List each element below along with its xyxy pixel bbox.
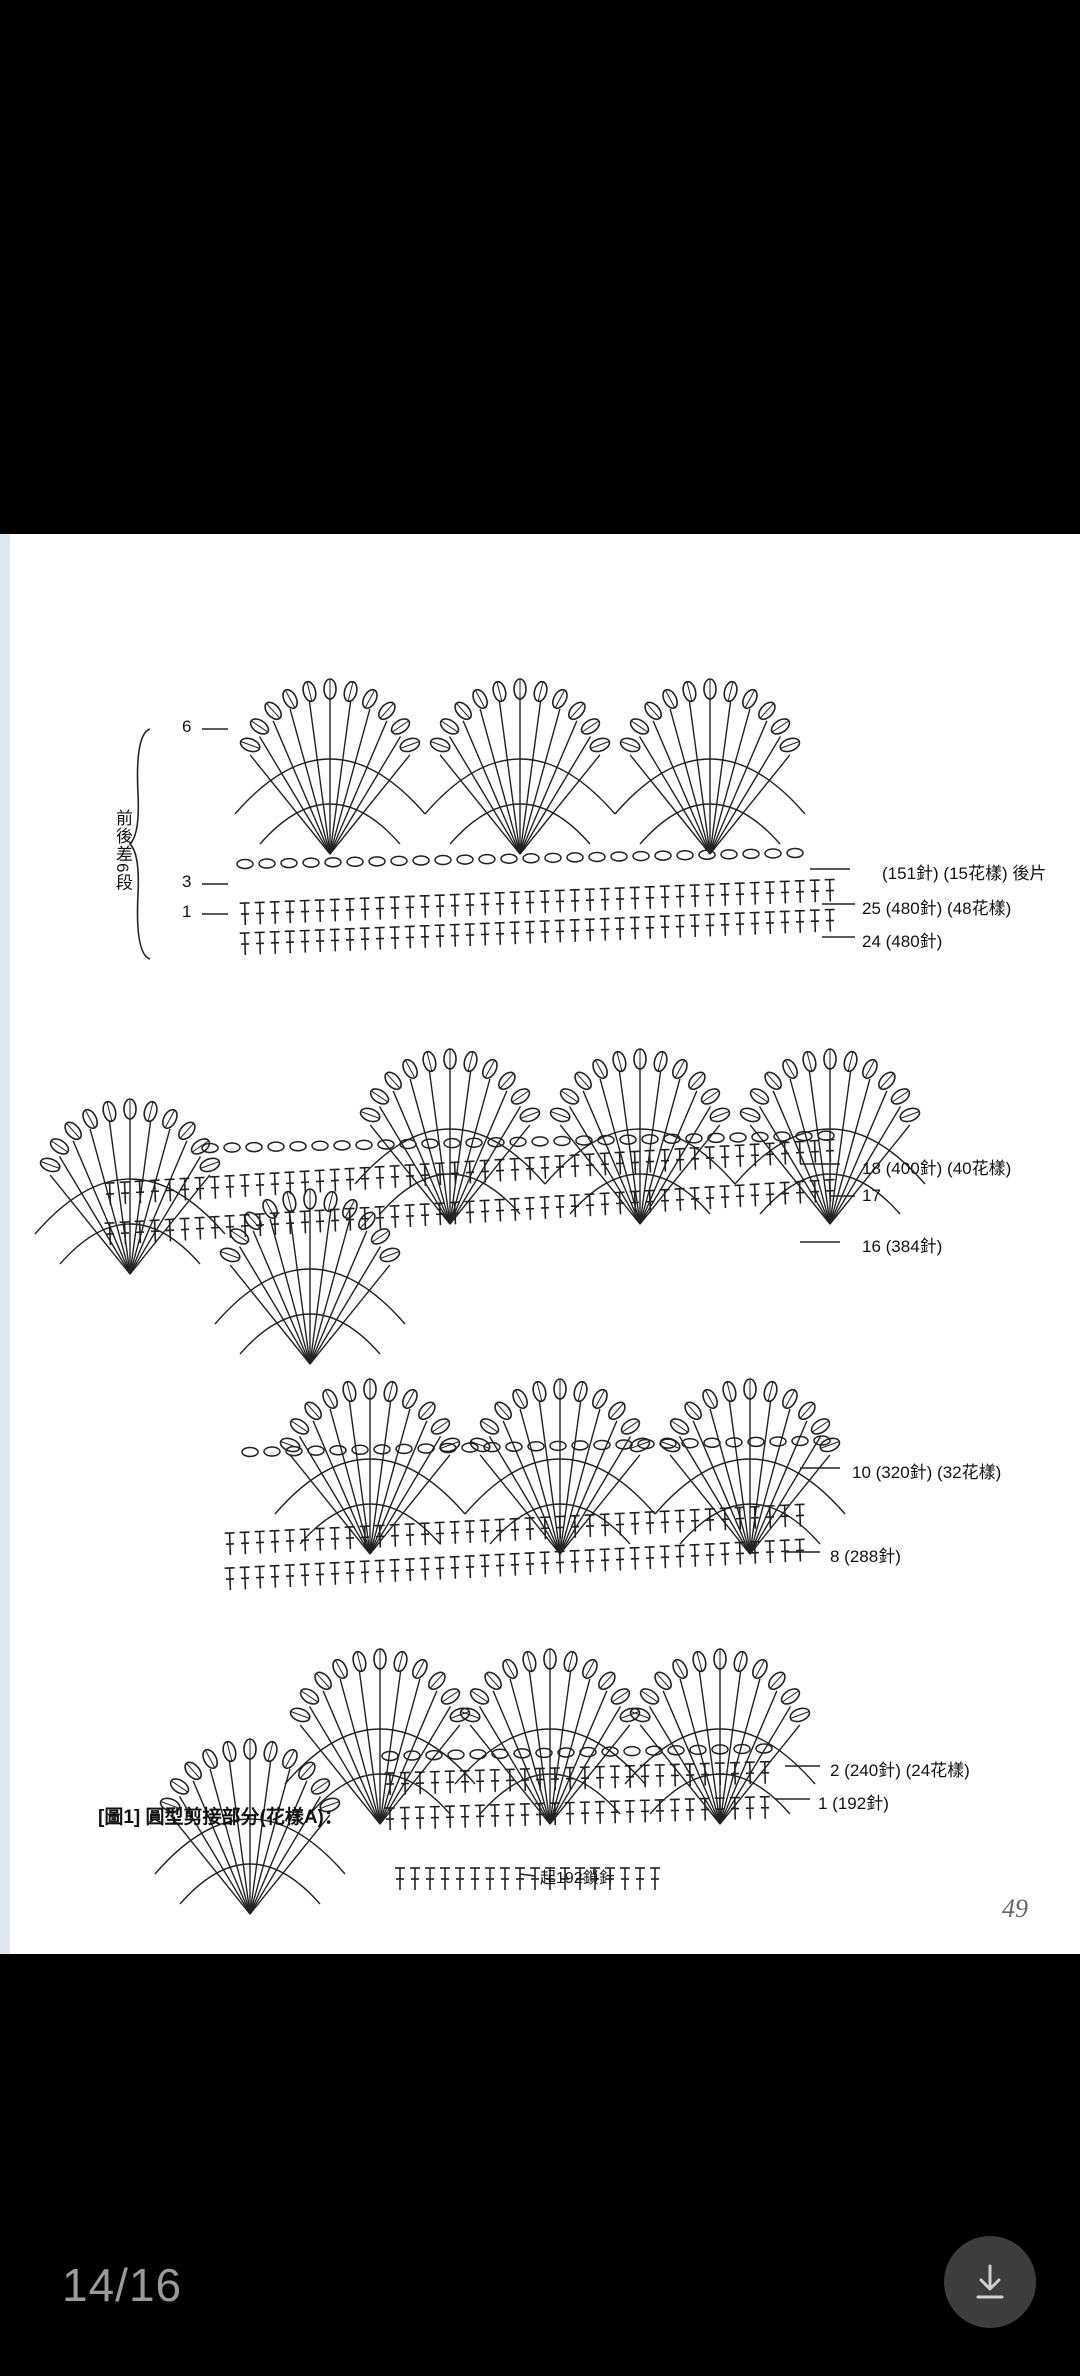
book-page-number: 49	[1002, 1894, 1028, 1923]
download-button[interactable]	[944, 2236, 1036, 2328]
row-annotation-back: (151針) (15花樣) 後片	[882, 864, 1047, 883]
row-marker-1: 1	[182, 902, 192, 921]
row-annotation-24: 24 (480針)	[862, 932, 943, 951]
row-annotation-25: 25 (480針) (48花樣)	[862, 899, 1012, 918]
row-annotation-8: 8 (288針)	[830, 1547, 901, 1566]
row-annotation-16: 16 (384針)	[862, 1237, 943, 1256]
crochet-chart-page[interactable]: 前後差6段 6 3 1 (151針) (15花樣) 後片 25 (480針) (…	[0, 534, 1080, 1954]
row-difference-label: 前後差6段	[113, 809, 132, 892]
starting-chain-label: 起192鎖針	[540, 1870, 615, 1887]
row-marker-6: 6	[182, 717, 192, 736]
page-counter: 14/16	[62, 2259, 183, 2311]
figure-caption: [圖1] 圓型剪接部分(花樣A)：	[98, 1807, 343, 1828]
row-annotation-10: 10 (320針) (32花樣)	[852, 1463, 1002, 1482]
row-annotation-1: 1 (192針)	[818, 1794, 889, 1813]
download-icon	[976, 2264, 1004, 2299]
row-annotation-2: 2 (240針) (24花樣)	[830, 1761, 970, 1780]
row-annotation-17: 17	[862, 1186, 881, 1205]
crochet-stitch-diagram	[34, 678, 926, 1915]
row-marker-3: 3	[182, 872, 192, 891]
row-annotation-18: 18 (400針) (40花樣)	[862, 1159, 1012, 1178]
